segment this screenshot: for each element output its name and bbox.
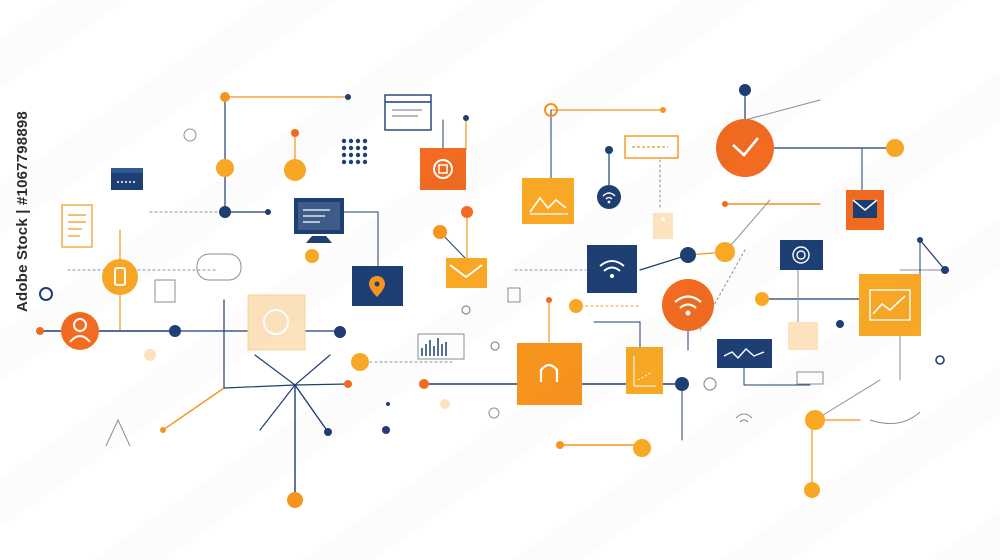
connection-lines <box>39 89 946 501</box>
envelope-chart-icon <box>446 258 487 288</box>
wifi-signal-icon <box>662 279 714 331</box>
node-dots <box>36 84 949 508</box>
check-icon <box>716 119 774 177</box>
label-icon <box>624 135 679 159</box>
tag-icon <box>653 213 673 239</box>
device-square-icon <box>420 148 466 190</box>
tablet-icon <box>102 259 138 295</box>
lock-icon <box>517 343 582 405</box>
dot-grid-icon <box>341 138 368 165</box>
mail-icon <box>846 190 884 230</box>
chart-icon <box>522 178 574 224</box>
wifi-icon <box>587 245 637 293</box>
location-pin-icon <box>352 266 403 306</box>
stock-watermark: Adobe Stock | #1067798898 <box>14 111 31 312</box>
settings-square-icon <box>247 294 306 351</box>
user-icon <box>61 312 99 350</box>
wifi-circle-icon <box>597 185 621 209</box>
decorative-glyphs <box>105 128 921 447</box>
fingerprint-icon <box>780 240 823 270</box>
bar-chart-icon <box>417 333 465 360</box>
monitor-icon <box>294 198 344 243</box>
placeholder-tile <box>788 322 818 350</box>
growth-chart-icon <box>859 274 921 336</box>
report-icon <box>626 347 663 394</box>
card-icon <box>111 168 143 190</box>
window-icon <box>384 94 432 131</box>
pulse-chart-icon <box>717 339 772 368</box>
document-icon <box>61 204 93 248</box>
